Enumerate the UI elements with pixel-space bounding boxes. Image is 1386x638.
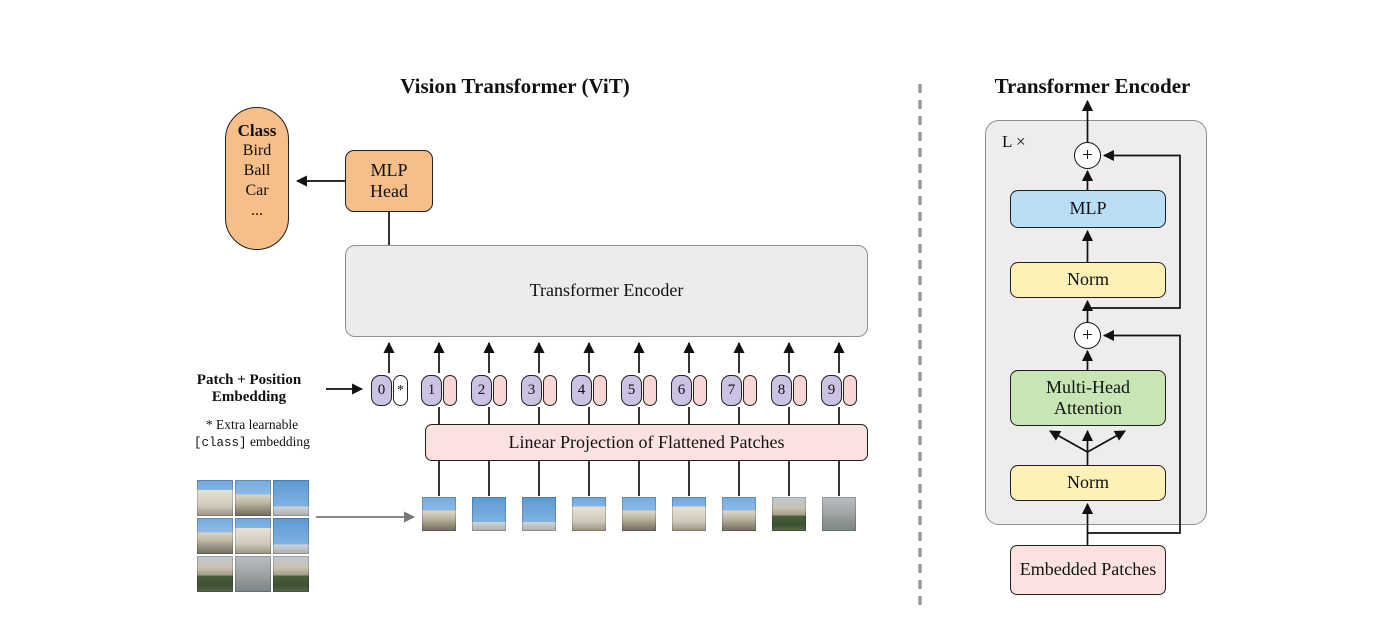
position-embedding-0: 0 bbox=[371, 375, 392, 406]
position-embedding-6: 6 bbox=[671, 375, 692, 406]
image-patch bbox=[422, 497, 456, 531]
token-6: 6 bbox=[671, 375, 707, 406]
patch-embedding bbox=[843, 375, 857, 406]
patch-embedding bbox=[443, 375, 457, 406]
image-grid-cell bbox=[273, 556, 309, 592]
token-0: 0 * bbox=[371, 375, 408, 406]
patch-embedding bbox=[643, 375, 657, 406]
image-grid-cell bbox=[235, 480, 271, 516]
norm-box-lower: Norm bbox=[1010, 465, 1166, 501]
input-image-grid bbox=[197, 480, 309, 592]
multi-head-attention-box: Multi-Head Attention bbox=[1010, 370, 1166, 426]
position-embedding-3: 3 bbox=[521, 375, 542, 406]
loop-count-label: L × bbox=[1002, 132, 1026, 151]
position-embedding-7: 7 bbox=[721, 375, 742, 406]
patch-embedding bbox=[743, 375, 757, 406]
residual-add-bottom: + bbox=[1074, 322, 1101, 349]
patch-embedding bbox=[693, 375, 707, 406]
image-patch bbox=[722, 497, 756, 531]
image-patch bbox=[622, 497, 656, 531]
image-patch bbox=[822, 497, 856, 531]
position-embedding-2: 2 bbox=[471, 375, 492, 406]
image-grid-cell bbox=[235, 518, 271, 554]
class-embedding-note: * Extra learnable [class] embedding bbox=[194, 417, 310, 450]
transformer-encoder-box: Transformer Encoder bbox=[345, 245, 868, 337]
plus-icon: + bbox=[1082, 325, 1093, 346]
position-embedding-1: 1 bbox=[421, 375, 442, 406]
position-embedding-4: 4 bbox=[571, 375, 592, 406]
image-patch bbox=[522, 497, 556, 531]
image-patch bbox=[572, 497, 606, 531]
position-embedding-5: 5 bbox=[621, 375, 642, 406]
class-item: Bird bbox=[242, 142, 272, 159]
image-grid-cell bbox=[197, 480, 233, 516]
patch-embedding bbox=[793, 375, 807, 406]
class-output-pill: Class Bird Ball Car ... bbox=[225, 107, 289, 250]
token-9: 9 bbox=[821, 375, 857, 406]
mlp-box: MLP bbox=[1010, 190, 1166, 228]
token-2: 2 bbox=[471, 375, 507, 406]
norm-box-upper: Norm bbox=[1010, 262, 1166, 298]
image-grid-cell bbox=[273, 518, 309, 554]
embedded-patches-box: Embedded Patches bbox=[1010, 545, 1166, 595]
token-4: 4 bbox=[571, 375, 607, 406]
patch-embedding bbox=[493, 375, 507, 406]
class-label: Class bbox=[237, 121, 277, 140]
vit-title: Vision Transformer (ViT) bbox=[400, 74, 630, 98]
linear-projection-box: Linear Projection of Flattened Patches bbox=[425, 424, 868, 461]
class-token-star: * bbox=[393, 375, 408, 406]
patch-embedding bbox=[543, 375, 557, 406]
image-grid-cell bbox=[235, 556, 271, 592]
image-grid-cell bbox=[273, 480, 309, 516]
class-item: ... bbox=[251, 202, 263, 219]
image-patch bbox=[672, 497, 706, 531]
image-grid-cell bbox=[197, 556, 233, 592]
plus-icon: + bbox=[1082, 145, 1093, 166]
token-7: 7 bbox=[721, 375, 757, 406]
mlp-head-box: MLP Head bbox=[345, 150, 433, 212]
token-5: 5 bbox=[621, 375, 657, 406]
class-token-code: [class] bbox=[194, 435, 247, 450]
class-item: Car bbox=[245, 182, 269, 199]
image-patch bbox=[472, 497, 506, 531]
image-patch bbox=[772, 497, 806, 531]
class-item: Ball bbox=[243, 162, 271, 179]
patch-embedding bbox=[593, 375, 607, 406]
token-3: 3 bbox=[521, 375, 557, 406]
residual-add-top: + bbox=[1074, 142, 1101, 169]
encoder-detail-title: Transformer Encoder bbox=[994, 74, 1191, 98]
image-grid-cell bbox=[197, 518, 233, 554]
position-embedding-8: 8 bbox=[771, 375, 792, 406]
token-1: 1 bbox=[421, 375, 457, 406]
token-8: 8 bbox=[771, 375, 807, 406]
patch-position-embedding-label: Patch + Position Embedding bbox=[196, 372, 302, 405]
position-embedding-9: 9 bbox=[821, 375, 842, 406]
